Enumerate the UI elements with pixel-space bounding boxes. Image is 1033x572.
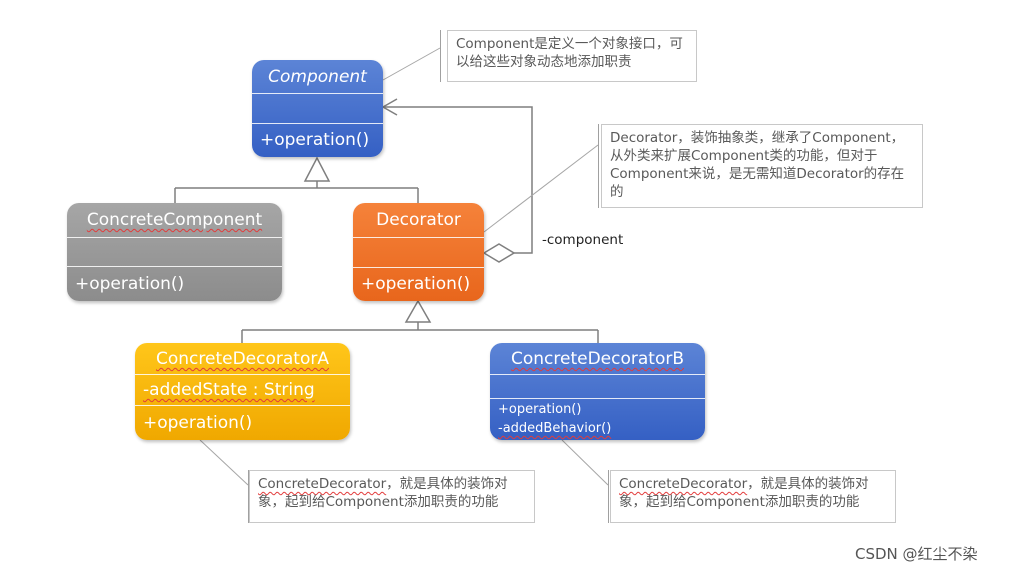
note-concrete-a-text: ，就是具体的装饰对象，起到给Component添加职责的功能 xyxy=(258,476,508,510)
note-concrete-a-prefix: ConcreteDecorator xyxy=(258,476,387,492)
note-leader-concrete-b xyxy=(561,439,609,486)
note-bar-component xyxy=(440,30,441,82)
decorator-attributes-section xyxy=(353,238,484,268)
note-decorator-text: Decorator，装饰抽象类，继承了Component，从外类来扩展Compo… xyxy=(610,130,905,200)
concrete-decorator-b-method: -addedBehavior() xyxy=(498,421,612,436)
decorator-name-section: Decorator xyxy=(353,203,484,238)
concrete-decorator-b-operation: +operation() xyxy=(498,402,582,417)
decorator-class: Decorator +operation() xyxy=(353,203,484,301)
concrete-component-class: ConcreteComponent +operation() xyxy=(67,203,282,301)
concrete-decorator-b-class: ConcreteDecoratorB +operation() -addedBe… xyxy=(490,343,705,440)
note-component: Component是定义一个对象接口，可以给这些对象动态地添加职责 xyxy=(447,30,697,82)
concrete-decorator-a-class: ConcreteDecoratorA -addedState : String … xyxy=(135,343,350,440)
concrete-component-operations-section: +operation() xyxy=(67,267,282,301)
decorator-operations-section: +operation() xyxy=(353,268,484,301)
note-bar-concrete-b xyxy=(608,470,609,523)
concrete-component-class-name: ConcreteComponent xyxy=(86,210,263,230)
inherit-arrow-decorator xyxy=(404,299,432,323)
concrete-component-operation: +operation() xyxy=(75,274,185,294)
component-attributes-section xyxy=(252,94,383,124)
concrete-decorator-b-operations-section: +operation() -addedBehavior() xyxy=(490,399,705,440)
inherit-arrow-component xyxy=(303,156,331,182)
note-concrete-b-text: ，就是具体的装饰对象，起到给Component添加职责的功能 xyxy=(619,476,869,510)
note-decorator: Decorator，装饰抽象类，继承了Component，从外类来扩展Compo… xyxy=(601,124,923,208)
decorator-operation: +operation() xyxy=(361,274,471,294)
note-leader-decorator xyxy=(483,144,599,233)
component-class: Component +operation() xyxy=(252,60,383,157)
association-role-label: -component xyxy=(542,232,624,248)
concrete-decorator-a-operation: +operation() xyxy=(143,413,253,433)
note-bar-concrete-a xyxy=(248,470,249,523)
component-name-section: Component xyxy=(252,60,383,94)
concrete-decorator-a-attributes-section: -addedState : String xyxy=(135,375,350,406)
concrete-decorator-b-attributes-section xyxy=(490,375,705,399)
note-component-text: Component是定义一个对象接口，可以给这些对象动态地添加职责 xyxy=(456,36,683,70)
concrete-decorator-a-operations-section: +operation() xyxy=(135,406,350,440)
aggregation-line xyxy=(383,106,533,254)
aggregation-diamond xyxy=(482,243,516,263)
watermark: CSDN @红尘不染 xyxy=(855,545,978,563)
aggregation-arrowhead xyxy=(381,98,398,116)
note-concrete-b-prefix: ConcreteDecorator xyxy=(619,476,748,492)
concrete-decorator-a-class-name: ConcreteDecoratorA xyxy=(156,349,329,369)
note-leader-component xyxy=(382,47,441,81)
concrete-decorator-a-name-section: ConcreteDecoratorA xyxy=(135,343,350,375)
concrete-decorator-a-attribute: -addedState : String xyxy=(143,380,315,400)
note-concrete-b: ConcreteDecorator，就是具体的装饰对象，起到给Component… xyxy=(610,470,896,523)
concrete-decorator-b-class-name: ConcreteDecoratorB xyxy=(510,349,684,369)
component-operations-section: +operation() xyxy=(252,124,383,157)
concrete-component-attributes-section xyxy=(67,238,282,267)
component-operation: +operation() xyxy=(260,130,370,150)
concrete-component-name-section: ConcreteComponent xyxy=(67,203,282,238)
concrete-decorator-b-name-section: ConcreteDecoratorB xyxy=(490,343,705,375)
component-class-name: Component xyxy=(268,67,367,87)
note-leader-concrete-a xyxy=(199,439,249,486)
decorator-class-name: Decorator xyxy=(376,210,461,230)
note-bar-decorator xyxy=(598,124,599,208)
note-concrete-a: ConcreteDecorator，就是具体的装饰对象，起到给Component… xyxy=(249,470,535,523)
